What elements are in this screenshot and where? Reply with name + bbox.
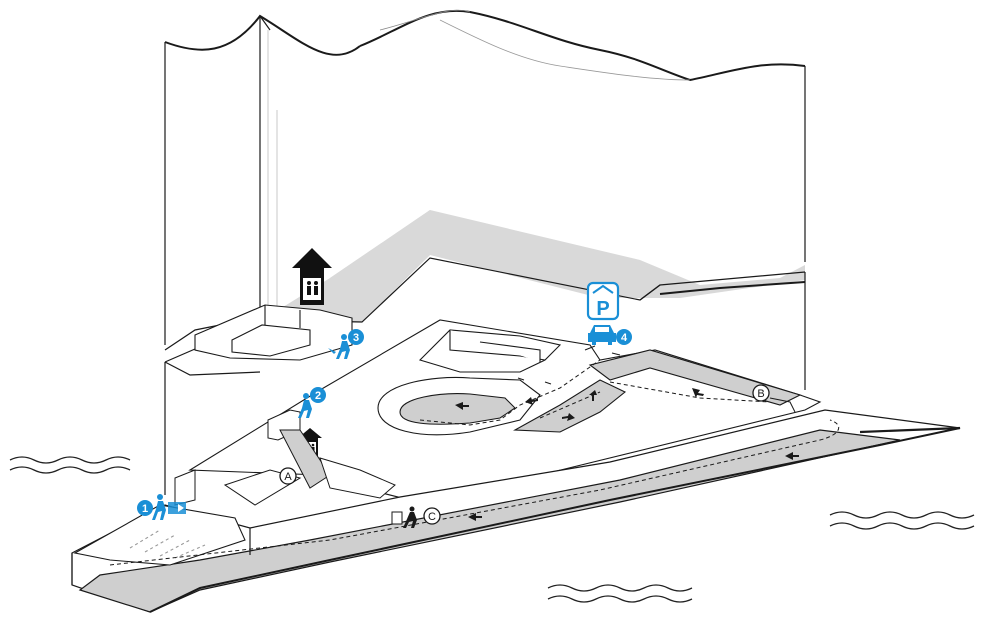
point-marker-b-label: B [757,388,764,400]
step-marker-4-label: 4 [621,332,628,344]
walking-person-icon-1 [152,494,186,520]
point-marker-c-label: C [428,511,436,523]
driving-route [109,359,840,566]
water-waves-left [9,456,131,474]
water-waves-right [829,511,975,530]
walking-person-icon-3 [328,334,350,359]
upper-landing [194,304,353,361]
step-marker-3: 3 [348,329,364,345]
route-arrows [455,388,799,521]
point-marker-c: C [423,507,441,525]
parking-ramp [513,349,802,433]
walking-person-icon-2 [298,393,312,418]
step-marker-2-label: 2 [315,390,321,402]
elevator-people-icon [307,281,318,295]
garage-details [517,345,796,413]
step-marker-2: 2 [310,387,326,403]
point-marker-a: A [279,467,297,485]
quay-deck [71,409,961,613]
parking-sign-letter: P [596,298,609,320]
point-marker-b: B [752,384,770,402]
shadow-band [262,210,805,322]
garage-structure [418,329,562,373]
step-marker-3-label: 3 [353,332,359,344]
car-icon [588,325,616,345]
upper-building [164,9,806,355]
exit-person-icon [391,506,417,528]
water-waves-bottom [547,584,693,603]
step-marker-4: 4 [616,329,632,345]
point-marker-a-label: A [284,471,292,483]
step-marker-1-label: 1 [142,503,148,515]
parking-sign-icon: P [586,281,620,321]
elevator-top-sign [292,248,332,305]
step-marker-1: 1 [137,500,153,516]
